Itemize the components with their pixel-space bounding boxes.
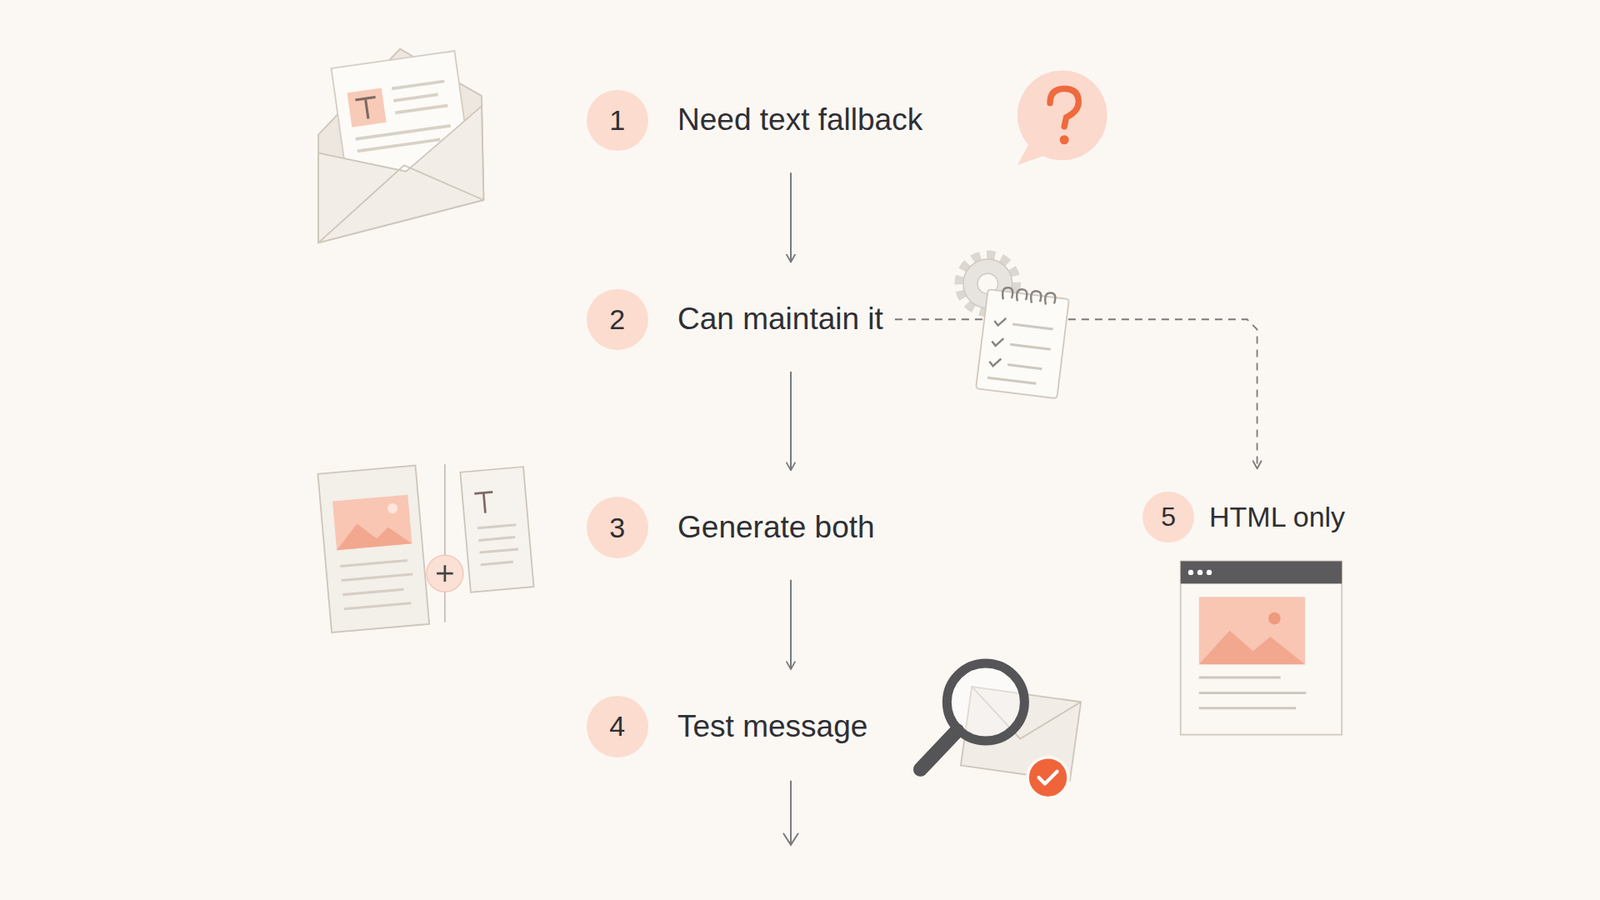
gear-notepad-icon bbox=[960, 255, 1070, 399]
step-node: 5 HTML only bbox=[1142, 491, 1345, 543]
flow-arrow bbox=[790, 371, 792, 470]
step-number: 1 bbox=[609, 104, 625, 137]
step-label: Generate both bbox=[677, 510, 875, 545]
step-label: HTML only bbox=[1209, 500, 1345, 534]
step-node: 4 Test message bbox=[586, 695, 868, 757]
question-bubble bbox=[1017, 70, 1108, 165]
step-node: 1 Need text fallback bbox=[586, 90, 923, 151]
step-label: Need text fallback bbox=[677, 102, 923, 138]
step-node: 3 Generate both bbox=[586, 496, 875, 558]
step-label: Test message bbox=[677, 709, 868, 745]
step-number: 5 bbox=[1160, 501, 1176, 533]
step-number: 4 bbox=[609, 710, 625, 743]
step-number: 2 bbox=[609, 303, 625, 336]
step-number-circle: 5 bbox=[1142, 491, 1194, 543]
flow-arrow bbox=[790, 580, 792, 670]
step-number-circle: 1 bbox=[586, 90, 648, 151]
test-envelope-icon bbox=[920, 663, 1081, 799]
dashed-connector bbox=[895, 319, 1258, 469]
step-number-circle: 2 bbox=[586, 289, 648, 350]
step-number-circle: 4 bbox=[586, 695, 648, 757]
step-number-circle: 3 bbox=[586, 496, 648, 558]
both-formats-icon bbox=[317, 464, 534, 633]
flow-arrow bbox=[790, 172, 792, 262]
step-number: 3 bbox=[609, 511, 625, 545]
browser-icon bbox=[1180, 560, 1342, 735]
step-label: Can maintain it bbox=[677, 301, 884, 337]
envelope-icon bbox=[318, 49, 484, 244]
step-node: 2 Can maintain it bbox=[586, 289, 884, 350]
continue-arrow bbox=[783, 780, 798, 845]
